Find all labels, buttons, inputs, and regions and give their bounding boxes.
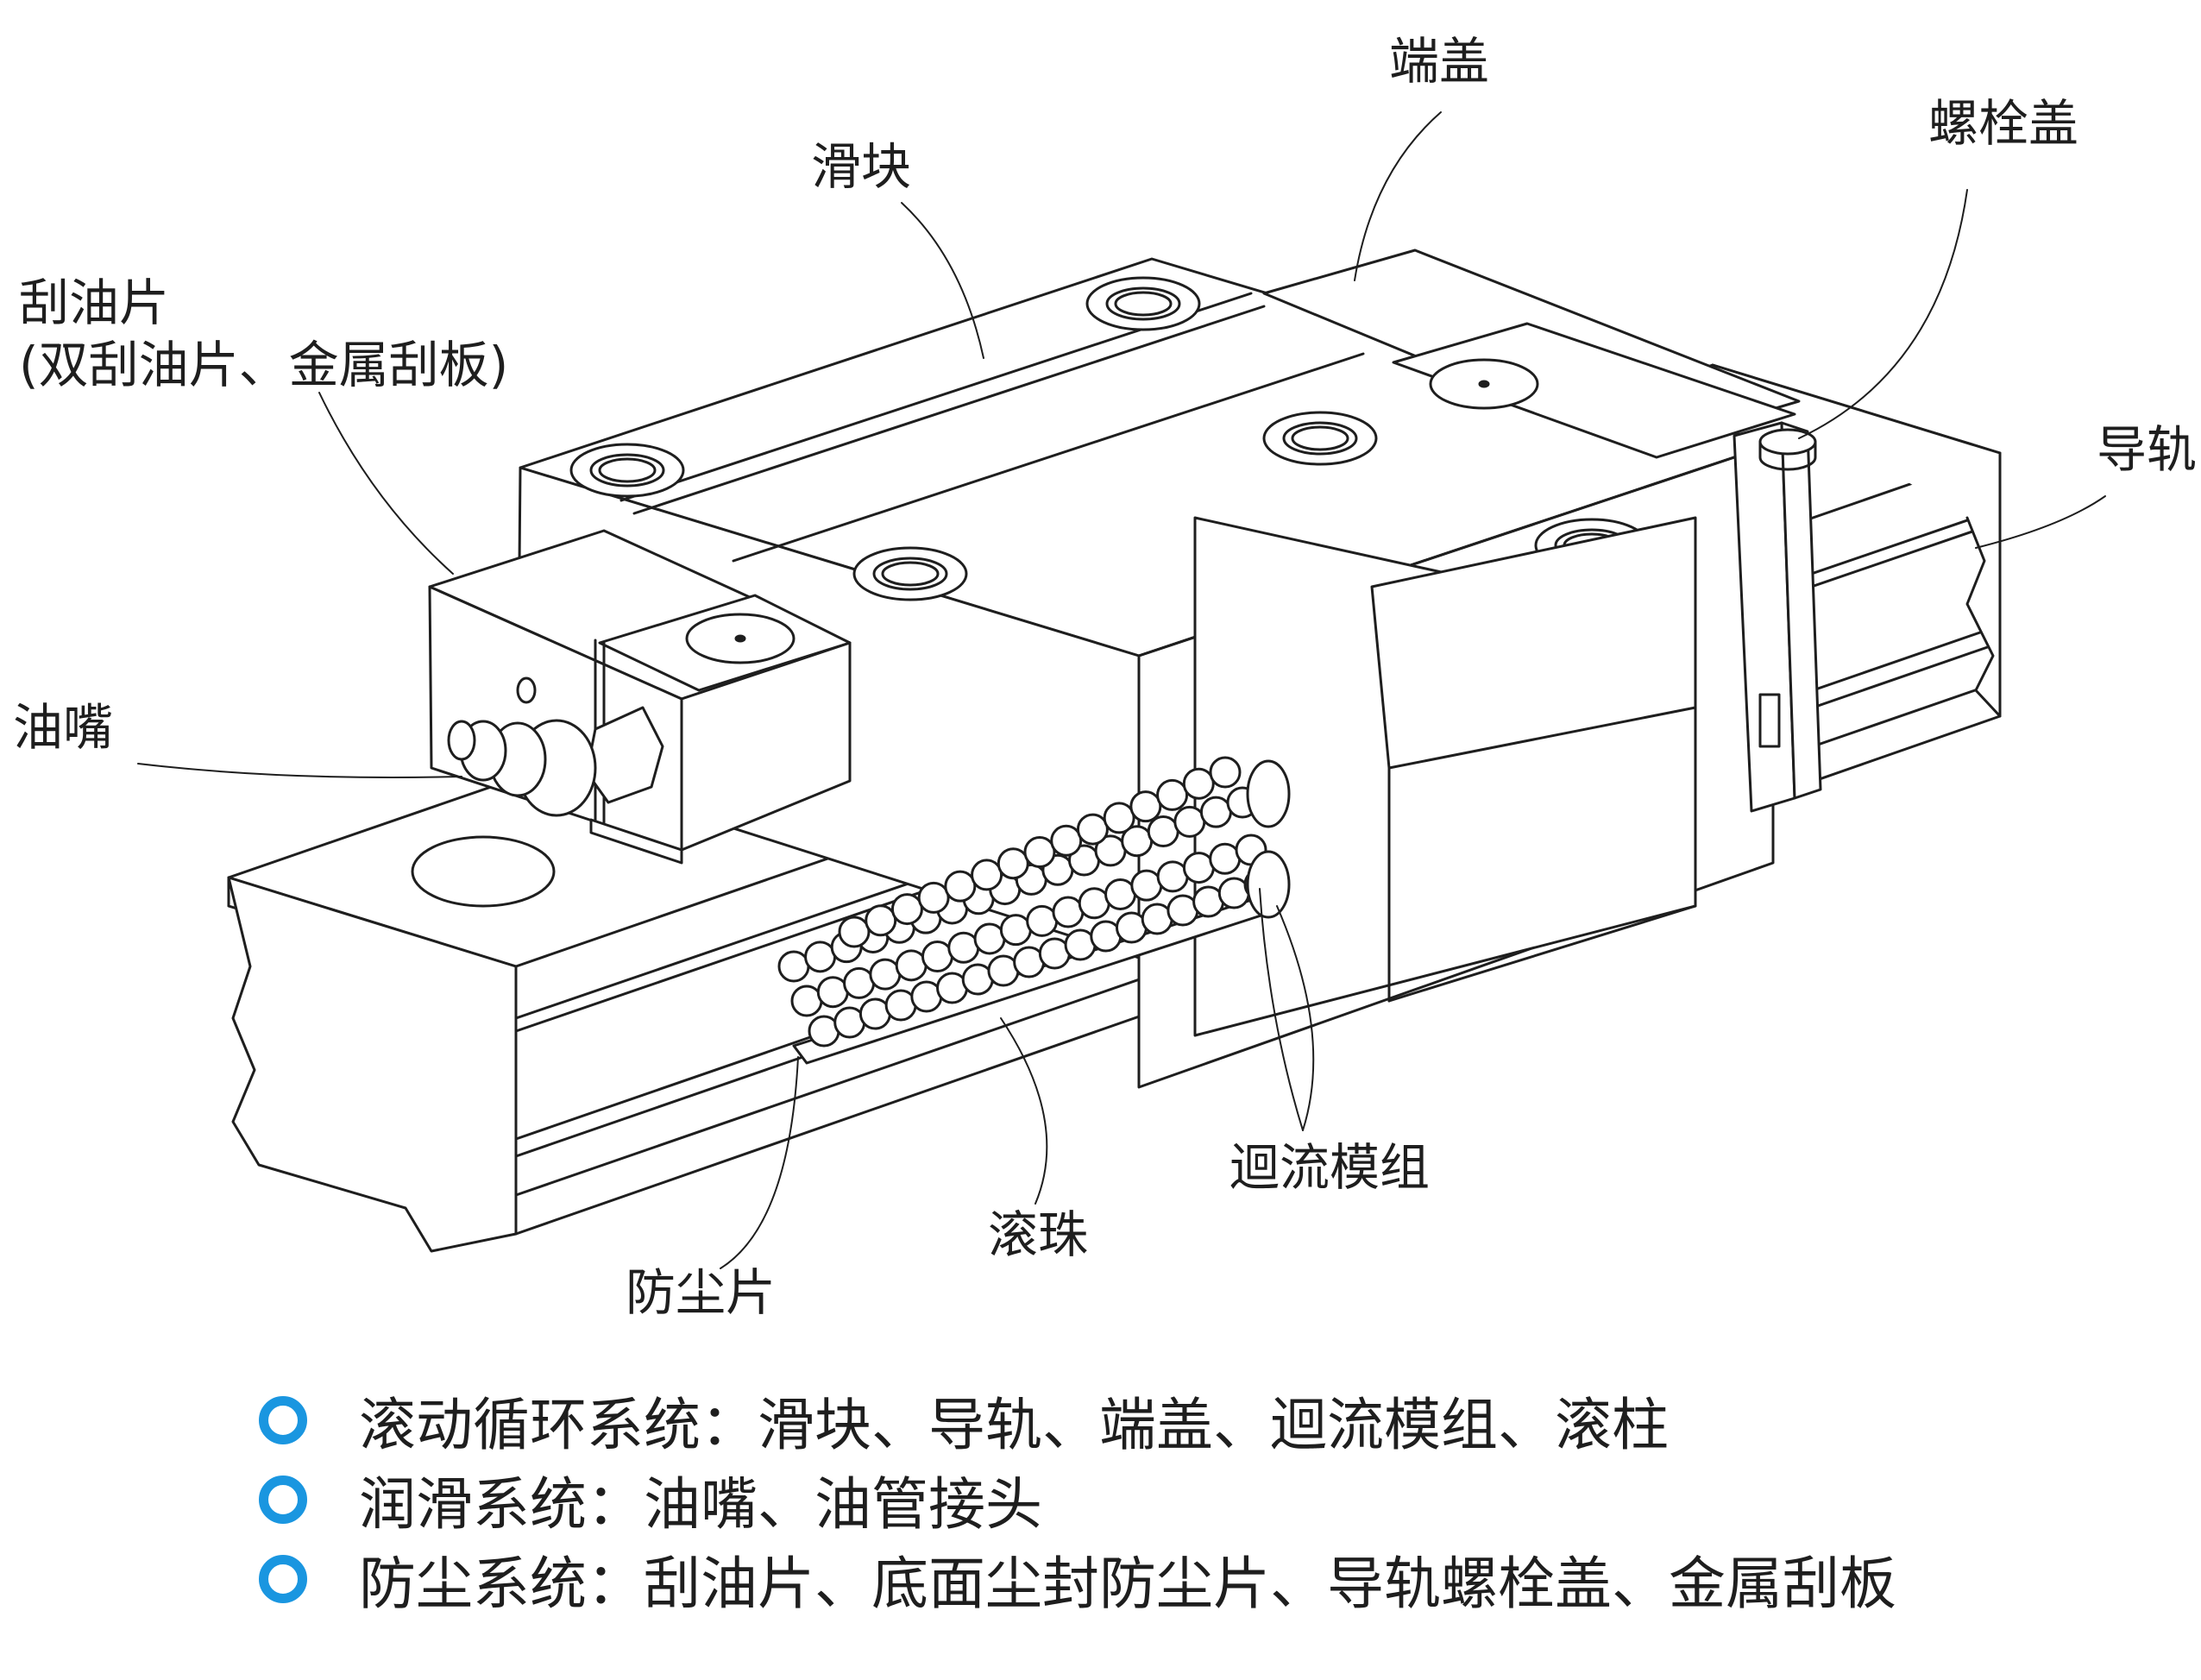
ball (944, 870, 977, 903)
ball (1147, 815, 1179, 848)
ball (997, 847, 1029, 880)
label-slider: 滑块 (811, 137, 912, 196)
ball (804, 941, 837, 973)
ball (838, 916, 871, 948)
ball (971, 859, 1003, 891)
legend-item: 防尘系统：刮油片、底面尘封防尘片、导轨螺栓盖、金属刮板 (259, 1539, 1896, 1619)
circle-bullet-icon (259, 1476, 307, 1524)
label-end-cap: 端盖 (1389, 32, 1490, 91)
circle-bullet-icon (259, 1396, 307, 1444)
tapped-hole (1262, 411, 1378, 466)
tapped-hole (852, 546, 968, 601)
legend-text: 润滑系统：油嘴、油管接头 (359, 1471, 1042, 1538)
legend-item: 滚动循环系统：滑块、导轨、端盖、迴流模组、滚柱 (259, 1381, 1896, 1460)
legend-item: 润滑系统：油嘴、油管接头 (259, 1460, 1896, 1539)
ball (777, 950, 810, 983)
ball (890, 893, 923, 926)
ball (1209, 756, 1242, 789)
label-recirculation-module: 迴流模组 (1229, 1138, 1431, 1197)
legend-text: 防尘系统：刮油片、底面尘封防尘片、导轨螺栓盖、金属刮板 (359, 1551, 1896, 1617)
tapped-hole (1085, 276, 1201, 331)
bolt-cap (1758, 428, 1817, 471)
left-end-cap (428, 529, 852, 865)
label-rolling-balls: 滚珠 (988, 1205, 1089, 1264)
circle-bullet-icon (259, 1555, 307, 1603)
ball (1156, 778, 1189, 811)
ball (1199, 796, 1232, 828)
ball-recirculation (777, 756, 1291, 1065)
label-wiper: 刮油片 (19, 274, 170, 332)
label-dust-strip: 防尘片 (626, 1263, 777, 1322)
end-cap (1193, 249, 1822, 1037)
tapped-hole (569, 443, 685, 498)
ball (1182, 767, 1215, 800)
ball (1129, 790, 1162, 823)
label-rail: 导轨 (2097, 420, 2198, 479)
grease-nipple (447, 676, 664, 817)
ball (865, 904, 897, 937)
ball (1050, 824, 1083, 857)
leader-lines (137, 111, 2106, 1269)
label-wiper-detail: (双刮油片、金属刮板) (19, 336, 509, 394)
ball (1173, 805, 1206, 838)
ball (1103, 802, 1135, 834)
ball (1076, 813, 1109, 846)
ball (1023, 836, 1056, 868)
label-grease-nipple: 油嘴 (13, 698, 114, 757)
legend: 滚动循环系统：滑块、导轨、端盖、迴流模组、滚柱 润滑系统：油嘴、油管接头 防尘系… (259, 1381, 1896, 1619)
ball (917, 881, 950, 914)
legend-text: 滚动循环系统：滑块、导轨、端盖、迴流模组、滚柱 (359, 1392, 1669, 1458)
label-bolt-cap: 螺栓盖 (1928, 94, 2079, 153)
